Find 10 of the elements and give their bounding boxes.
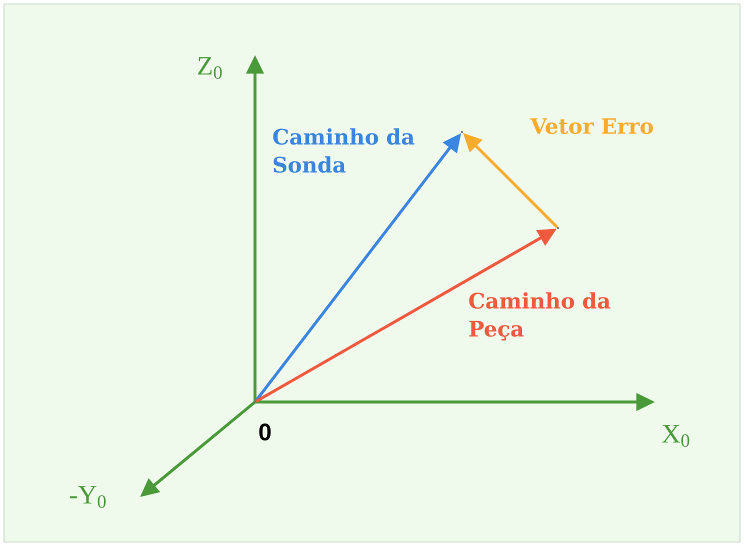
vector-label: Caminho da Peça	[469, 292, 610, 341]
vector-point	[254, 400, 256, 404]
vector-label: Vetor Erro	[530, 118, 653, 134]
axis-label: X$_{0}$	[662, 425, 690, 447]
vector-point	[460, 130, 464, 134]
axis-label: -Y$_{0}$	[70, 486, 106, 508]
axis-label: Z$_{0}$	[198, 57, 222, 79]
vector-label: Caminho da Sonda	[273, 128, 414, 173]
origin-label: 0	[259, 423, 271, 440]
vector-point	[556, 226, 560, 230]
